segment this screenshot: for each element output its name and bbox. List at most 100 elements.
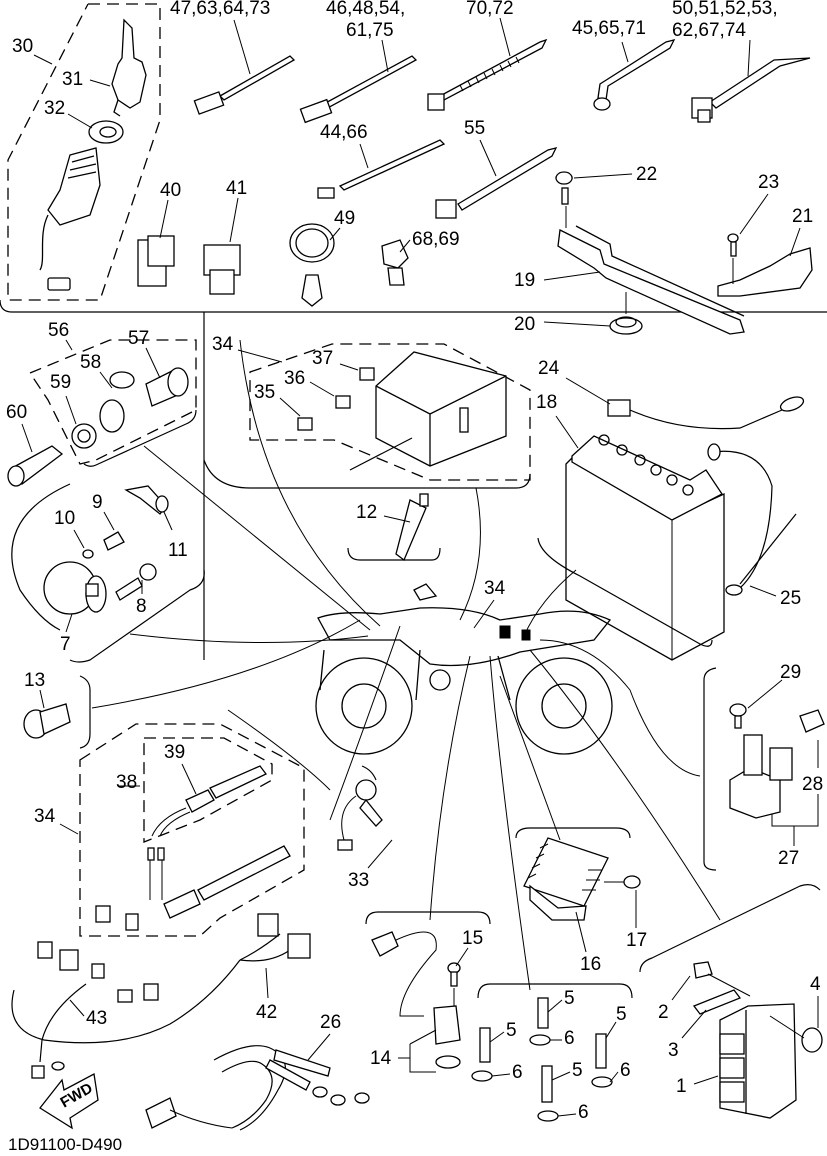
- fuse-box-kit: [203, 343, 531, 489]
- callout-5-c: 5: [616, 1004, 627, 1025]
- callout-6-c: 6: [620, 1060, 631, 1081]
- main-switch-kit: [7, 3, 161, 301]
- callout-13: 13: [24, 670, 45, 691]
- callout-61-75: 61,75: [346, 20, 394, 41]
- top-group-frame: [0, 299, 827, 660]
- callout-1: 1: [676, 1076, 687, 1097]
- callout-30: 30: [12, 36, 33, 57]
- starter-relay-kit: [703, 667, 825, 871]
- callout-2: 2: [658, 1002, 669, 1023]
- callout-24: 24: [538, 358, 560, 379]
- sensor-13: [23, 675, 91, 749]
- leader-lines: [91, 339, 721, 991]
- callout-36: 36: [284, 368, 305, 389]
- callout-60: 60: [6, 402, 27, 423]
- callout-16: 16: [580, 954, 601, 975]
- cdi-unit-kit: [639, 884, 823, 1119]
- callout-11: 11: [168, 540, 188, 561]
- cable-tie-55: [435, 147, 558, 219]
- callout-18: 18: [536, 392, 557, 413]
- atv-vehicle: [315, 583, 613, 755]
- callout-9: 9: [92, 492, 103, 513]
- callout-59: 59: [50, 372, 71, 393]
- cable-tie-45-65-71: [593, 39, 676, 111]
- cable-tie-46: [299, 55, 418, 124]
- callout-7: 7: [60, 634, 71, 655]
- callout-5-a: 5: [564, 988, 575, 1009]
- callout-21: 21: [792, 206, 813, 227]
- callout-57: 57: [128, 328, 149, 349]
- wire-harness-42-43: [11, 913, 311, 1079]
- callout-44-66: 44,66: [320, 122, 368, 143]
- callout-68-69: 68,69: [412, 229, 460, 250]
- sub-wire-harness: [79, 723, 305, 937]
- cable-tie-47: [193, 55, 296, 115]
- callout-70-72: 70,72: [466, 0, 514, 19]
- callout-6-d: 6: [578, 1102, 589, 1123]
- callout-34-harness: 34: [484, 578, 506, 599]
- callout-34-subharness: 34: [34, 806, 56, 827]
- spark-plug: [347, 493, 441, 562]
- callout-20: 20: [514, 314, 535, 335]
- crank-sensor-kit: [365, 911, 491, 1069]
- callout-8: 8: [136, 596, 147, 617]
- callout-6-b: 6: [512, 1062, 523, 1083]
- clamp-49: [289, 223, 335, 307]
- callout-49: 49: [334, 208, 355, 229]
- sensor-33: [337, 765, 383, 851]
- forward-direction-arrow: FWD: [39, 1072, 99, 1130]
- callout-62-67-74: 62,67,74: [672, 20, 746, 41]
- callout-40: 40: [160, 180, 181, 201]
- cable-tie-70-72: [427, 38, 548, 111]
- callout-43: 43: [86, 1008, 107, 1029]
- callout-34-fusebox: 34: [212, 334, 234, 355]
- callout-3: 3: [668, 1040, 679, 1061]
- callout-31: 31: [62, 69, 83, 90]
- callout-25: 25: [780, 588, 801, 609]
- relay-40: [137, 235, 175, 287]
- callout-14: 14: [370, 1048, 392, 1069]
- dc-socket-kit: [7, 339, 197, 487]
- stud-washer-set: [471, 983, 633, 1122]
- callout-37: 37: [312, 348, 333, 369]
- callout-56: 56: [48, 320, 69, 341]
- callout-23: 23: [758, 172, 779, 193]
- rectifier-regulator: [515, 827, 641, 921]
- callout-27: 27: [778, 848, 799, 869]
- callout-50-51-52-53: 50,51,52,53,: [672, 0, 778, 19]
- relay-41: [203, 244, 241, 295]
- callout-6-a: 6: [564, 1028, 575, 1049]
- callout-58: 58: [80, 352, 101, 373]
- battery-bracket: [555, 171, 813, 335]
- callout-47-63-64-73: 47,63,64,73: [170, 0, 270, 19]
- battery-cable-26: [145, 1045, 370, 1131]
- callout-22: 22: [636, 164, 657, 185]
- callout-39: 39: [164, 742, 185, 763]
- callout-17: 17: [626, 930, 647, 951]
- battery: [565, 396, 805, 661]
- ignition-coil-kit: [11, 483, 205, 663]
- callout-38: 38: [116, 772, 137, 793]
- callout-55: 55: [464, 118, 485, 139]
- callout-4: 4: [810, 974, 821, 995]
- callout-5-d: 5: [572, 1060, 583, 1081]
- callout-41: 41: [226, 178, 247, 199]
- callout-35: 35: [254, 382, 275, 403]
- callout-33: 33: [348, 870, 369, 891]
- callout-12: 12: [356, 502, 377, 523]
- callout-42: 42: [256, 1002, 277, 1023]
- callout-15: 15: [462, 928, 483, 949]
- callout-28: 28: [802, 774, 823, 795]
- callout-5-b: 5: [506, 1020, 517, 1041]
- callout-29: 29: [780, 662, 801, 683]
- diagram-reference-code: 1D91100-D490: [8, 1135, 122, 1154]
- callout-10: 10: [54, 508, 75, 529]
- cable-tie-44-66: [317, 139, 446, 199]
- callout-26: 26: [320, 1012, 341, 1033]
- cable-tie-50-clip: [691, 57, 811, 123]
- callout-32: 32: [44, 98, 65, 119]
- callout-45-65-71: 45,65,71: [572, 18, 646, 39]
- callout-19: 19: [514, 270, 535, 291]
- clip-68-69: [381, 239, 409, 286]
